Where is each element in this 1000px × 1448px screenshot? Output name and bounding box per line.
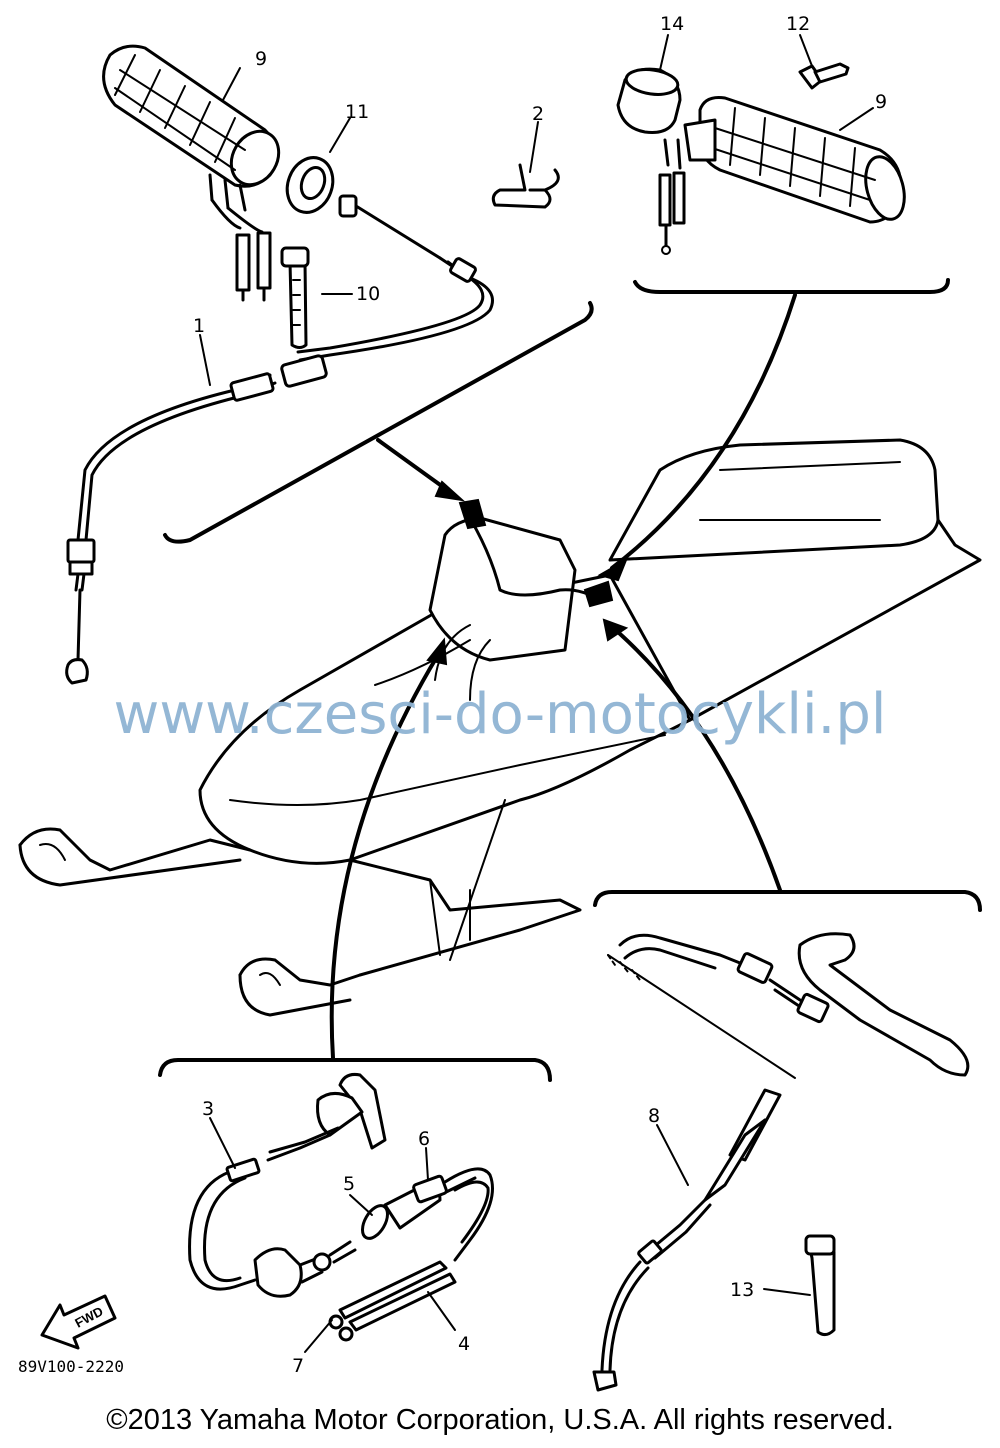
callout-5: 5 (343, 1173, 355, 1195)
callout-10: 10 (356, 283, 380, 305)
callout-2: 2 (532, 103, 544, 125)
watermark: www.czesci-do-motocykli.pl (113, 682, 887, 747)
callout-7: 7 (292, 1355, 304, 1377)
bracket-left-group (163, 301, 594, 544)
part-2-clip (491, 163, 560, 209)
part-1-cable (65, 194, 494, 685)
part-9-grip-left (102, 44, 281, 302)
part-6-tube (412, 1167, 494, 1262)
callout-6: 6 (418, 1128, 430, 1150)
part-10-key (280, 246, 310, 349)
callout-13: 13 (730, 1279, 754, 1301)
snowmobile-body (18, 438, 982, 1017)
callout-4: 4 (458, 1333, 470, 1355)
part-4-wires (338, 1260, 457, 1332)
callout-labels: 9 11 2 14 12 9 10 1 3 6 5 4 7 8 13 89V10… (18, 13, 887, 1377)
brake-lever-assembly (607, 932, 970, 1079)
part-7-terminal (328, 1314, 354, 1342)
part-11-ring (285, 156, 335, 214)
copyright-notice: ©2013 Yamaha Motor Corporation, U.S.A. A… (106, 1404, 894, 1436)
part-14-ring (616, 67, 682, 134)
bracket-bottom-left-group (158, 637, 552, 1082)
callout-9-right: 9 (875, 91, 887, 113)
callout-14: 14 (660, 13, 684, 35)
part-3-switch (188, 1073, 387, 1291)
callout-8: 8 (648, 1105, 660, 1127)
callout-1: 1 (193, 315, 205, 337)
bracket-right-group (597, 278, 950, 582)
part-9-grip-right (658, 96, 906, 255)
part-8-brake-cable (592, 1088, 782, 1392)
callout-9-left: 9 (255, 48, 267, 70)
part-13-key (804, 1234, 836, 1337)
callout-11: 11 (345, 101, 369, 123)
callout-leaders (199, 34, 874, 1353)
bracket-bottom-right-group (593, 618, 982, 912)
part-12-screw (798, 62, 850, 90)
callout-12: 12 (786, 13, 810, 35)
fwd-arrow: FWD (40, 1294, 117, 1350)
callout-3: 3 (202, 1098, 214, 1120)
diagram-code: 89V100-2220 (18, 1357, 124, 1376)
